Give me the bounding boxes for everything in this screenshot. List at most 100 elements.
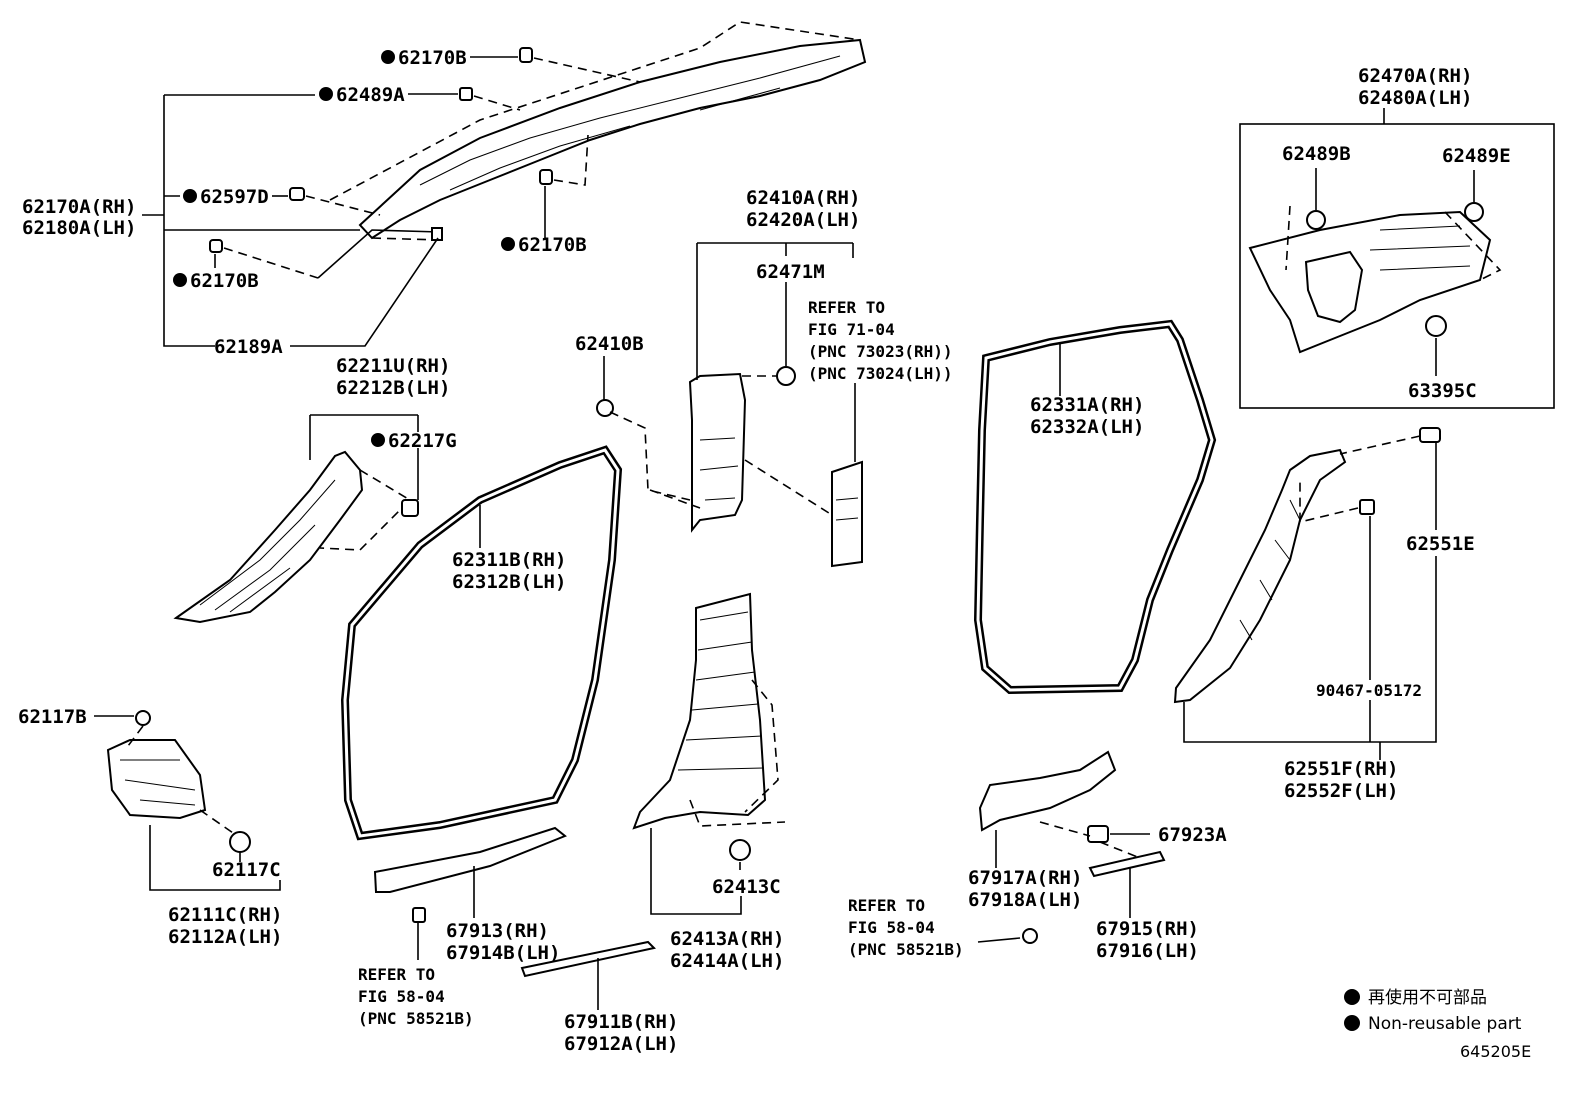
ref-fig58-right-line2: FIG 58-04 [848,918,935,937]
front-scuff-plate-group: 67913(RH) 67914B(LH) REFER TO FIG 58-04 … [358,826,678,1055]
quarter-trim-box [1239,123,1555,409]
rear-door-weatherstrip [973,319,1217,695]
clip-62117C [229,831,251,853]
center-pillar-lower-group: 62413C 62413A(RH) 62414A(LH) [632,592,786,972]
callout-62489A: 62489A [336,84,405,106]
non-reusable-bullet-icon [1344,1015,1360,1031]
callout-67915-RH: 67915(RH) [1096,918,1199,940]
callout-67914B-LH: 67914B(LH) [446,942,560,964]
callout-67913-RH: 67913(RH) [446,920,549,942]
clip-62489A [459,87,521,111]
callout-90467-05172: 90467-05172 [1316,681,1422,700]
callout-62117C: 62117C [212,859,281,881]
front-door-weatherstrip-group: 62311B(RH) 62312B(LH) [340,445,623,841]
clip-62597D [289,187,381,216]
callout-67923A: 67923A [1158,824,1227,846]
callout-62111C-RH: 62111C(RH) [168,904,282,926]
clip-62489B [1306,210,1326,230]
legend: 再使用不可部品 Non-reusable part 645205E [1344,987,1531,1061]
callout-67917A-RH: 67917A(RH) [968,867,1082,889]
front-scuff-plate [373,826,567,893]
callout-62471M: 62471M [756,261,825,283]
roof-rail-garnish-group: 62170B 62489A 62170A(RH) 62180A(LH) 6259… [22,21,867,358]
callout-62420A-LH: 62420A(LH) [746,209,860,231]
callout-62410A-RH: 62410A(RH) [746,187,860,209]
clip-62217G [401,499,419,517]
callout-62212B-LH: 62212B(LH) [336,377,450,399]
callout-62552F-LH: 62552F(LH) [1284,780,1398,802]
clip-62489E [1464,202,1484,222]
callout-62331A-RH: 62331A(RH) [1030,394,1144,416]
callout-62112A-LH: 62112A(LH) [168,926,282,948]
callout-62489B: 62489B [1282,143,1351,165]
rear-scuff-plate [978,750,1117,832]
quarter-trim-panel-group: 62470A(RH) 62480A(LH) 62489B 62489E 6339… [1239,65,1555,409]
callout-62413C: 62413C [712,876,781,898]
quarter-trim-panel [1248,210,1492,354]
callout-67916-LH: 67916(LH) [1096,940,1199,962]
callout-62311B-RH: 62311B(RH) [452,549,566,571]
callout-62117B: 62117B [18,706,87,728]
callout-62489E: 62489E [1442,145,1511,167]
seat-belt-cover [831,460,863,568]
callout-62551F-RH: 62551F(RH) [1284,758,1398,780]
center-pillar-lower-garnish [632,592,767,830]
clip-63395C [1425,315,1447,337]
cowl-side-trim-group: 62117B 62117C 62111C(RH) 62112A(LH) [18,706,282,948]
clip-62551E [1419,427,1441,443]
ref-fig58-left-line2: FIG 58-04 [358,987,445,1006]
bolt-62170B-mid [539,134,589,186]
ref-fig58-left-line3: (PNC 58521B) [358,1009,474,1028]
callout-67918A-LH: 67918A(LH) [968,889,1082,911]
callout-62410B: 62410B [575,333,644,355]
callout-62170B-mid: 62170B [518,234,587,256]
clip-62170B-top [519,47,641,83]
callout-62597D: 62597D [200,186,269,208]
non-reusable-bullet-icon [1344,989,1360,1005]
ref-fig71-line1: REFER TO [808,298,885,317]
legend-english: Non-reusable part [1368,1014,1522,1034]
callout-67912A-LH: 67912A(LH) [564,1033,678,1055]
clip-62413C [729,839,751,861]
clip-67923A [1087,825,1109,843]
center-pillar-upper-garnish [688,372,747,533]
ref-fig71-line3: (PNC 73023(RH)) [808,342,953,361]
rear-scuff-strip [1088,850,1166,878]
front-scuff-strip [520,940,657,978]
callout-62170A-RH: 62170A(RH) [22,196,136,218]
callout-62211U-RH: 62211U(RH) [336,355,450,377]
front-door-weatherstrip [340,445,623,841]
callout-62332A-LH: 62332A(LH) [1030,416,1144,438]
center-pillar-upper-group: 62410B 62410A(RH) 62420A(LH) 62471M REFE… [575,187,953,568]
callout-62312B-LH: 62312B(LH) [452,571,566,593]
figure-number: 645205E [1460,1042,1531,1061]
front-pillar-garnish-group: 62211U(RH) 62212B(LH) 62217G [173,355,457,624]
callout-62551E: 62551E [1406,533,1475,555]
clip-62410B [596,399,614,417]
legend-japanese: 再使用不可部品 [1368,987,1487,1008]
rear-pillar-garnish [1173,448,1347,704]
callout-62414A-LH: 62414A(LH) [670,950,784,972]
clip-58521B-right [1022,928,1038,944]
roof-side-garnish [358,38,867,240]
callout-62480A-LH: 62480A(LH) [1358,87,1472,109]
cowl-side-trim [106,739,207,820]
ref-fig71-line2: FIG 71-04 [808,320,895,339]
callout-62413A-RH: 62413A(RH) [670,928,784,950]
callout-62170B-top: 62170B [398,47,467,69]
clip-58521B-left [412,907,426,923]
callout-62180A-LH: 62180A(LH) [22,217,136,239]
front-pillar-garnish [173,450,364,624]
rear-pillar-garnish-group: 62551E 90467-05172 62551F(RH) 62552F(LH) [1173,427,1475,802]
clip-62117B [135,710,151,726]
rear-scuff-plate-group: 67923A 67917A(RH) 67918A(LH) 67915(RH) 6… [848,750,1227,962]
callout-63395C: 63395C [1408,380,1477,402]
ref-fig71-line4: (PNC 73024(LH)) [808,364,953,383]
callout-62217G: 62217G [388,430,457,452]
ref-fig58-right-line1: REFER TO [848,896,925,915]
callout-67911B-RH: 67911B(RH) [564,1011,678,1033]
callout-62189A: 62189A [214,336,283,358]
ref-fig58-right-line3: (PNC 58521B) [848,940,964,959]
ref-fig58-left-line1: REFER TO [358,965,435,984]
